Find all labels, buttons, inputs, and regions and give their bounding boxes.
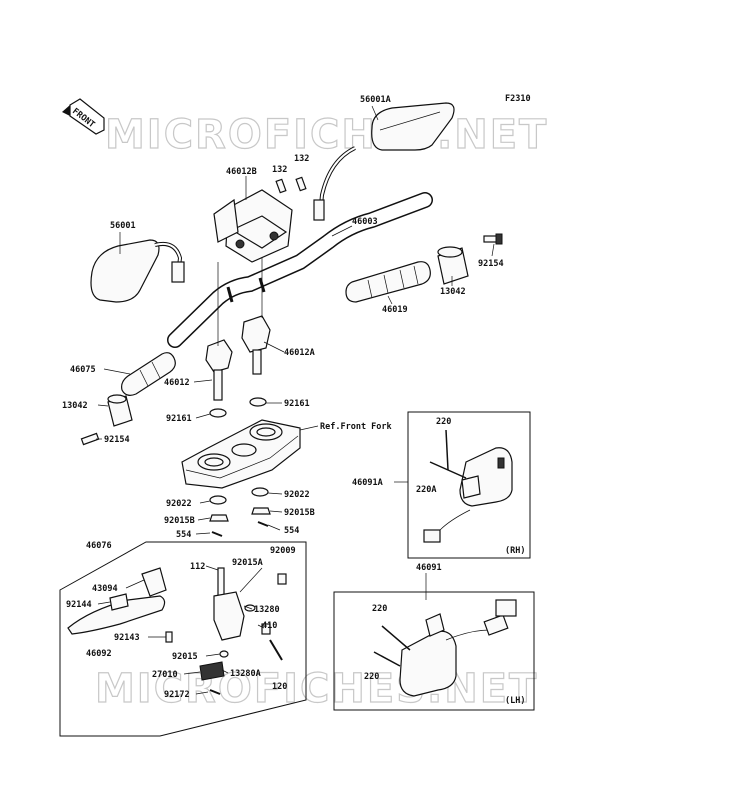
label-46012B: 46012B xyxy=(226,167,257,177)
label-92143: 92143 xyxy=(114,633,140,643)
label-112: 112 xyxy=(190,562,205,572)
label-13280A: 13280A xyxy=(230,669,261,679)
screw-right xyxy=(483,233,503,245)
label-92154-a: 92154 xyxy=(478,259,504,269)
label-92022-b: 92022 xyxy=(284,490,310,500)
label-92015: 92015 xyxy=(172,652,198,662)
bar-end-right xyxy=(437,246,469,285)
lever-box xyxy=(59,541,307,737)
lh-switch-box xyxy=(333,591,535,711)
label-27010: 27010 xyxy=(152,670,178,680)
label-56001A: 56001A xyxy=(360,95,391,105)
label-92015A: 92015A xyxy=(232,558,263,568)
label-92172: 92172 xyxy=(164,690,190,700)
label-13042-b: 13042 xyxy=(62,401,88,411)
front-arrow-icon: FRONT xyxy=(62,98,105,135)
label-554-a: 554 xyxy=(176,530,191,540)
screw-left xyxy=(80,432,100,446)
washer-right xyxy=(249,397,267,407)
triple-clamp xyxy=(181,419,301,489)
label-220-b: 220 xyxy=(372,604,387,614)
label-120: 120 xyxy=(272,682,287,692)
label-92015B-b: 92015B xyxy=(284,508,315,518)
washer-92022-left xyxy=(209,495,227,505)
switch-left xyxy=(373,599,517,697)
label-410: 410 xyxy=(262,621,277,631)
pin-right xyxy=(257,521,269,527)
label-46003: 46003 xyxy=(352,217,378,227)
clamp-upper xyxy=(213,176,307,263)
label-46076: 46076 xyxy=(86,541,112,551)
label-46091: 46091 xyxy=(416,563,442,573)
leader-lines xyxy=(96,105,495,695)
label-46019: 46019 xyxy=(382,305,408,315)
label-46092: 46092 xyxy=(86,649,112,659)
label-92015B-a: 92015B xyxy=(164,516,195,526)
rh-tag: (RH) xyxy=(505,546,525,556)
label-92144: 92144 xyxy=(66,600,92,610)
label-56001: 56001 xyxy=(110,221,136,231)
label-92022-a: 92022 xyxy=(166,499,192,509)
label-43094: 43094 xyxy=(92,584,118,594)
nut-right xyxy=(251,507,271,515)
label-132-a: 132 xyxy=(272,165,287,175)
label-13280: 13280 xyxy=(254,605,280,615)
label-554-b: 554 xyxy=(284,526,299,536)
bar-end-left xyxy=(107,394,133,427)
grip-left xyxy=(121,352,176,396)
ref-front-fork: Ref.Front Fork xyxy=(320,422,392,432)
mirror-right xyxy=(313,102,455,221)
watermark-top: MICROFICHES.NET xyxy=(105,112,548,158)
handlebar xyxy=(167,192,433,348)
label-46012: 46012 xyxy=(164,378,190,388)
label-92161-b: 92161 xyxy=(284,399,310,409)
rh-switch-box xyxy=(407,411,531,559)
lh-tag: (LH) xyxy=(505,696,525,706)
washer-92022-right xyxy=(251,487,269,497)
diagram-code: F2310 xyxy=(505,94,531,104)
nut-left xyxy=(209,514,229,522)
label-46091A: 46091A xyxy=(352,478,383,488)
label-92154-b: 92154 xyxy=(104,435,130,445)
washer-left xyxy=(209,408,227,418)
label-92009: 92009 xyxy=(270,546,296,556)
label-220-a: 220 xyxy=(436,417,451,427)
label-46012A: 46012A xyxy=(284,348,315,358)
label-92161-a: 92161 xyxy=(166,414,192,424)
label-220A: 220A xyxy=(416,485,436,495)
grip-right xyxy=(345,261,431,303)
label-132-b: 132 xyxy=(294,154,309,164)
label-46075: 46075 xyxy=(70,365,96,375)
switch-right xyxy=(423,429,513,543)
label-13042-a: 13042 xyxy=(440,287,466,297)
holder-right xyxy=(241,315,271,375)
label-220-c: 220 xyxy=(364,672,379,682)
holder-left xyxy=(205,339,233,401)
mirror-left xyxy=(90,239,185,303)
pin-left xyxy=(211,531,223,537)
watermark-bottom: MICROFICHES.NET xyxy=(95,666,538,712)
